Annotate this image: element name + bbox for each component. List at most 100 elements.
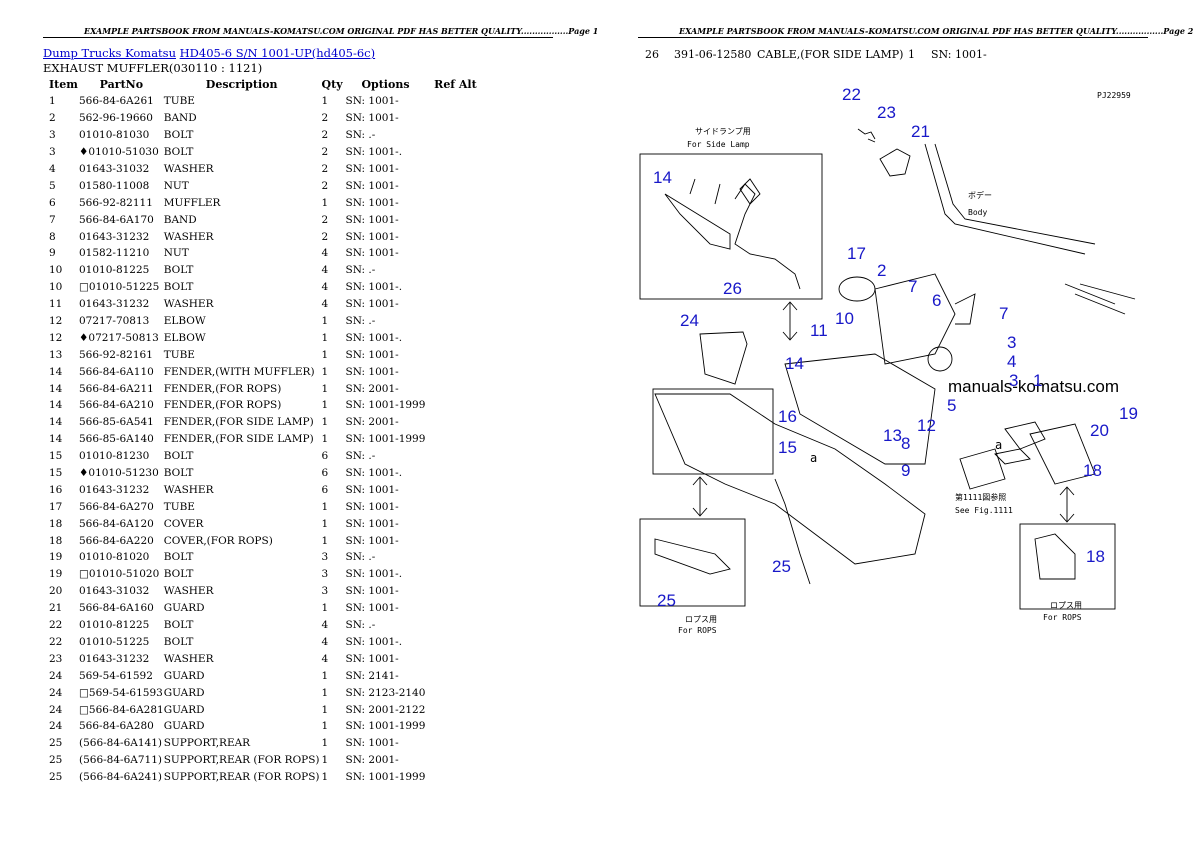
cell-ref-alt: [425, 93, 485, 110]
cell-ref-alt: [425, 617, 485, 634]
cell-options: SN: 1001-.: [345, 281, 403, 294]
cell-description: FENDER,(FOR ROPS): [163, 382, 282, 395]
page-2: EXAMPLE PARTSBOOK FROM MANUALS-KOMATSU.C…: [595, 0, 1193, 842]
cell-ref-alt: [425, 549, 485, 566]
cell-item: 11: [49, 298, 63, 311]
row-options: SN: 1001-: [931, 48, 987, 61]
cell-description: GUARD: [163, 602, 205, 615]
cell-partno: 566-84-6A170: [79, 213, 154, 226]
callout-6: 6: [932, 291, 941, 310]
row-item: 26: [645, 48, 659, 61]
cell-qty: 3: [321, 585, 329, 598]
callout-24: 24: [680, 311, 699, 330]
cell-ref-alt: [425, 397, 485, 414]
cell-description: FENDER,(FOR SIDE LAMP): [163, 416, 314, 429]
cell-item: 1: [49, 95, 56, 108]
cell-description: TUBE: [163, 95, 195, 108]
page-header: EXAMPLE PARTSBOOK FROM MANUALS-KOMATSU.C…: [84, 26, 599, 36]
cell-qty: 1: [321, 602, 329, 615]
cell-item: 3: [49, 146, 56, 159]
cell-qty: 2: [321, 146, 329, 159]
cell-ref-alt: [425, 279, 485, 296]
page-1: EXAMPLE PARTSBOOK FROM MANUALS-KOMATSU.C…: [0, 0, 599, 842]
cell-description: GUARD: [163, 703, 205, 716]
cell-partno: 562-96-19660: [79, 112, 153, 125]
cell-qty: 4: [321, 619, 329, 632]
col-partno: PartNo: [99, 78, 144, 91]
cell-item: 15: [49, 450, 63, 463]
col-item: Item: [49, 78, 78, 91]
cell-description: BOLT: [163, 264, 194, 277]
cell-item: 6: [49, 196, 56, 209]
col-options: Options: [361, 78, 410, 91]
cell-partno: □01010-51020: [79, 568, 160, 581]
callout-8: 8: [901, 434, 910, 453]
cell-item: 25: [49, 771, 63, 784]
cell-partno: 566-85-6A140: [79, 433, 154, 446]
callout-5: 5: [947, 396, 956, 415]
cell-qty: 1: [321, 500, 329, 513]
cell-partno: 01010-81225: [79, 619, 150, 632]
cell-ref-alt: [425, 380, 485, 397]
cell-partno: 566-84-6A110: [79, 365, 154, 378]
cell-ref-alt: [425, 245, 485, 262]
cell-options: SN: 1001-: [345, 585, 399, 598]
cell-ref-alt: [425, 211, 485, 228]
callout-3b: 3: [1009, 371, 1018, 390]
cell-partno: 566-84-6A261: [79, 95, 154, 108]
cell-ref-alt: [425, 465, 485, 482]
callout-14b: 14: [785, 354, 804, 373]
cell-options: SN: 1001-: [345, 196, 399, 209]
cell-description: WASHER: [163, 652, 214, 665]
arrow-label-a-2: a: [995, 438, 1002, 452]
cell-qty: 2: [321, 213, 329, 226]
cell-qty: 1: [321, 517, 329, 530]
cell-item: 12: [49, 315, 63, 328]
breadcrumb-link-model[interactable]: HD405-6 S/N 1001-UP(hd405-6c): [179, 46, 376, 60]
cell-item: 14: [49, 416, 63, 429]
cell-qty: 1: [321, 771, 329, 784]
cell-qty: 4: [321, 281, 329, 294]
cell-item: 18: [49, 517, 63, 530]
cell-partno: 566-92-82161: [79, 348, 153, 361]
cell-description: FENDER,(FOR ROPS): [163, 399, 282, 412]
cell-partno: (566-84-6A711): [79, 754, 162, 767]
cell-ref-alt: [425, 431, 485, 448]
cell-qty: 1: [321, 686, 329, 699]
cell-description: BOLT: [163, 467, 194, 480]
cell-qty: 6: [321, 450, 329, 463]
cell-item: 14: [49, 399, 63, 412]
cell-item: 18: [49, 534, 63, 547]
cell-partno: 01582-11210: [79, 247, 150, 260]
cell-ref-alt: [425, 228, 485, 245]
cell-description: BOLT: [163, 551, 194, 564]
cell-ref-alt: [425, 769, 485, 786]
cell-options: SN: 2001-: [345, 754, 399, 767]
cell-description: GUARD: [163, 720, 205, 733]
callout-7b: 7: [999, 304, 1008, 323]
cell-qty: 1: [321, 365, 329, 378]
cell-qty: 1: [321, 703, 329, 716]
cell-options: SN: 1001-: [345, 95, 399, 108]
cell-item: 19: [49, 568, 63, 581]
breadcrumb-link-category[interactable]: Dump Trucks Komatsu: [43, 46, 176, 60]
cell-description: WASHER: [163, 483, 214, 496]
cell-description: COVER,(FOR ROPS): [163, 534, 273, 547]
cell-item: 24: [49, 720, 63, 733]
cell-item: 14: [49, 433, 63, 446]
cell-partno: 566-84-6A211: [79, 382, 154, 395]
side-lamp-inset: [639, 153, 823, 300]
cell-qty: 2: [321, 112, 329, 125]
rops-right-en: For ROPS: [1043, 613, 1082, 622]
